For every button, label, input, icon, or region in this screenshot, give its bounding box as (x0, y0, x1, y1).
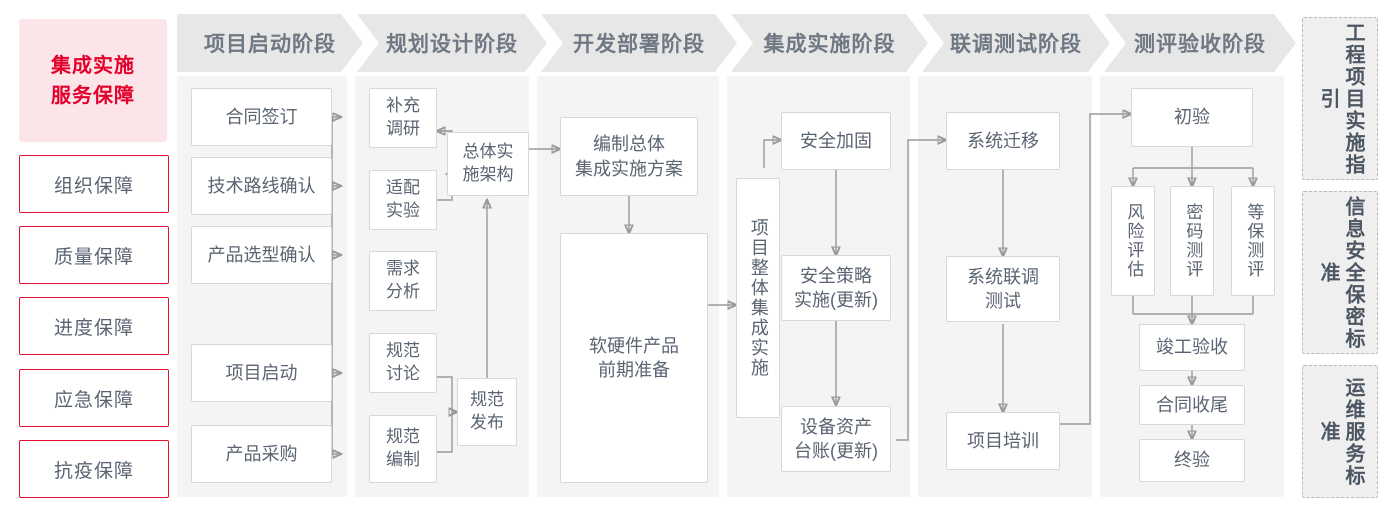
sidebar-item-label: 进度保障 (53, 317, 134, 339)
node-label-line1: 总体实 (462, 142, 514, 162)
sidebar-item-organization[interactable]: 组织保障 (19, 155, 169, 213)
node-hw-sw-preparation[interactable]: 软硬件产品 前期准备 (560, 233, 708, 483)
sidebar-header-line1: 集成实施 (51, 54, 135, 77)
node-label-line2: 分析 (386, 282, 420, 301)
node-cryptography-evaluation[interactable]: 密码测评 (1170, 186, 1214, 296)
node-label-line1: 规范 (470, 390, 504, 410)
node-draft-overall-integration-plan[interactable]: 编制总体 集成实施方案 (560, 117, 698, 196)
sidebar-item-label: 应急保障 (53, 389, 134, 411)
node-label: 产品选型确认 (207, 244, 316, 265)
node-label: 合同收尾 (1156, 394, 1228, 415)
node-label-line2: 前期准备 (598, 360, 670, 380)
sidebar-item-quality[interactable]: 质量保障 (19, 226, 169, 284)
node-label-line1: 规范 (386, 427, 420, 447)
node-label-line1: 软硬件产品 (589, 335, 679, 356)
node-label-line1: 设备资产 (800, 416, 872, 437)
node-label: 风险评估 (1124, 203, 1144, 279)
sidebar-item-emergency[interactable]: 应急保障 (19, 369, 169, 427)
node-label-line1: 系统联调 (967, 266, 1039, 287)
sidebar-item-label: 组织保障 (53, 175, 134, 197)
sidebar-header-line2: 服务保障 (51, 84, 135, 107)
right-panel-infosec-standard[interactable]: 信息安全保密标准 (1302, 191, 1378, 354)
right-panel-engineering-guideline[interactable]: 工程项目实施指引 (1302, 17, 1378, 180)
node-label-line1: 编制总体 (593, 134, 665, 155)
node-label-line2: 发布 (470, 413, 504, 432)
node-label-line1: 项目培训 (967, 430, 1039, 451)
node-label: 项目启动 (225, 362, 298, 383)
node-label: 竣工验收 (1156, 337, 1228, 358)
node-label: 合同签订 (225, 106, 298, 127)
node-label-line2: 编制 (386, 450, 420, 469)
phase-title: 规划设计阶段 (386, 33, 518, 56)
right-panel-ops-service-standard[interactable]: 运维服务标准 (1302, 365, 1378, 498)
node-label: 产品采购 (225, 443, 298, 464)
node-label-line1: 适配 (386, 178, 420, 198)
node-mlps-evaluation[interactable]: 等保测评 (1231, 186, 1275, 296)
node-label: 初验 (1174, 107, 1210, 128)
node-spec-drafting[interactable]: 规范 编制 (369, 415, 437, 483)
right-panel-label: 工程项目实施指引 (1317, 21, 1364, 176)
node-equipment-asset-ledger[interactable]: 设备资产 台账(更新) (781, 406, 891, 472)
node-product-selection-confirm[interactable]: 产品选型确认 (191, 226, 332, 284)
node-label-line2: 讨论 (386, 364, 420, 383)
node-label-line2: 测试 (985, 291, 1021, 311)
node-project-training[interactable]: 项目培训 (946, 412, 1060, 470)
node-security-policy-implementation[interactable]: 安全策略 实施(更新) (781, 255, 891, 321)
node-label: 技术路线确认 (207, 175, 316, 196)
tab-phase-2[interactable]: 规划设计阶段 (357, 14, 547, 72)
node-label-line1: 需求 (386, 259, 420, 279)
node-system-joint-debug-test[interactable]: 系统联调 测试 (946, 256, 1060, 322)
sidebar-item-label: 抗疫保障 (53, 460, 134, 482)
node-contract-closeout[interactable]: 合同收尾 (1139, 385, 1245, 425)
node-label-line2: 集成实施方案 (575, 158, 683, 179)
node-label-line1: 规范 (386, 341, 420, 361)
tab-phase-1[interactable]: 项目启动阶段 (177, 14, 363, 72)
phase-title: 集成实施阶段 (763, 33, 896, 56)
node-preliminary-acceptance[interactable]: 初验 (1131, 88, 1253, 147)
right-panel-label: 运维服务标准 (1317, 376, 1364, 487)
node-contract-signing[interactable]: 合同签订 (191, 88, 332, 146)
node-overall-implementation-architecture[interactable]: 总体实 施架构 (447, 132, 529, 196)
tab-phase-3[interactable]: 开发部署阶段 (541, 14, 737, 72)
phase-title: 测评验收阶段 (1134, 33, 1266, 56)
node-supplementary-research[interactable]: 补充 调研 (369, 88, 437, 148)
node-label: 项目整体集成实施 (748, 218, 769, 378)
node-spec-release[interactable]: 规范 发布 (457, 378, 517, 446)
node-completion-acceptance[interactable]: 竣工验收 (1139, 324, 1245, 371)
node-label-line1: 安全策略 (800, 265, 872, 286)
node-label: 等保测评 (1244, 203, 1264, 279)
node-label: 密码测评 (1183, 203, 1203, 279)
node-tech-route-confirm[interactable]: 技术路线确认 (191, 157, 332, 215)
node-label-line1: 补充 (386, 96, 420, 116)
sidebar-item-label: 质量保障 (53, 246, 134, 268)
phase-title: 项目启动阶段 (204, 33, 336, 56)
sidebar-item-epidemic[interactable]: 抗疫保障 (19, 440, 169, 498)
node-system-migration[interactable]: 系统迁移 (946, 112, 1060, 170)
tab-phase-5[interactable]: 联调测试阶段 (922, 14, 1110, 72)
node-label-line2: 调研 (386, 119, 420, 138)
node-requirement-analysis[interactable]: 需求 分析 (369, 251, 437, 311)
right-panel-label: 信息安全保密标准 (1317, 195, 1364, 350)
node-label-line1: 系统迁移 (967, 130, 1039, 151)
node-label: 终验 (1174, 450, 1210, 471)
sidebar-item-schedule[interactable]: 进度保障 (19, 297, 169, 355)
node-overall-project-integration[interactable]: 项目整体集成实施 (736, 178, 780, 418)
node-risk-assessment[interactable]: 风险评估 (1111, 186, 1155, 296)
phase-title: 联调测试阶段 (950, 33, 1082, 56)
node-label-line2: 实验 (386, 201, 420, 220)
node-label-line2: 施架构 (462, 165, 514, 184)
sidebar-header: 集成实施 服务保障 (19, 19, 167, 142)
tab-phase-4[interactable]: 集成实施阶段 (731, 14, 928, 72)
node-product-procurement[interactable]: 产品采购 (191, 425, 332, 483)
node-label-line1: 安全加固 (800, 130, 872, 151)
node-spec-discussion[interactable]: 规范 讨论 (369, 333, 437, 393)
node-label-line2: 台账(更新) (794, 441, 878, 461)
phase-title: 开发部署阶段 (573, 33, 705, 56)
node-label-line2: 实施(更新) (794, 290, 878, 310)
node-project-kickoff[interactable]: 项目启动 (191, 344, 332, 402)
tab-phase-6[interactable]: 测评验收阶段 (1104, 14, 1296, 72)
node-final-acceptance[interactable]: 终验 (1139, 439, 1245, 482)
node-adaptation-experiment[interactable]: 适配 实验 (369, 170, 437, 230)
node-security-hardening[interactable]: 安全加固 (781, 112, 891, 170)
